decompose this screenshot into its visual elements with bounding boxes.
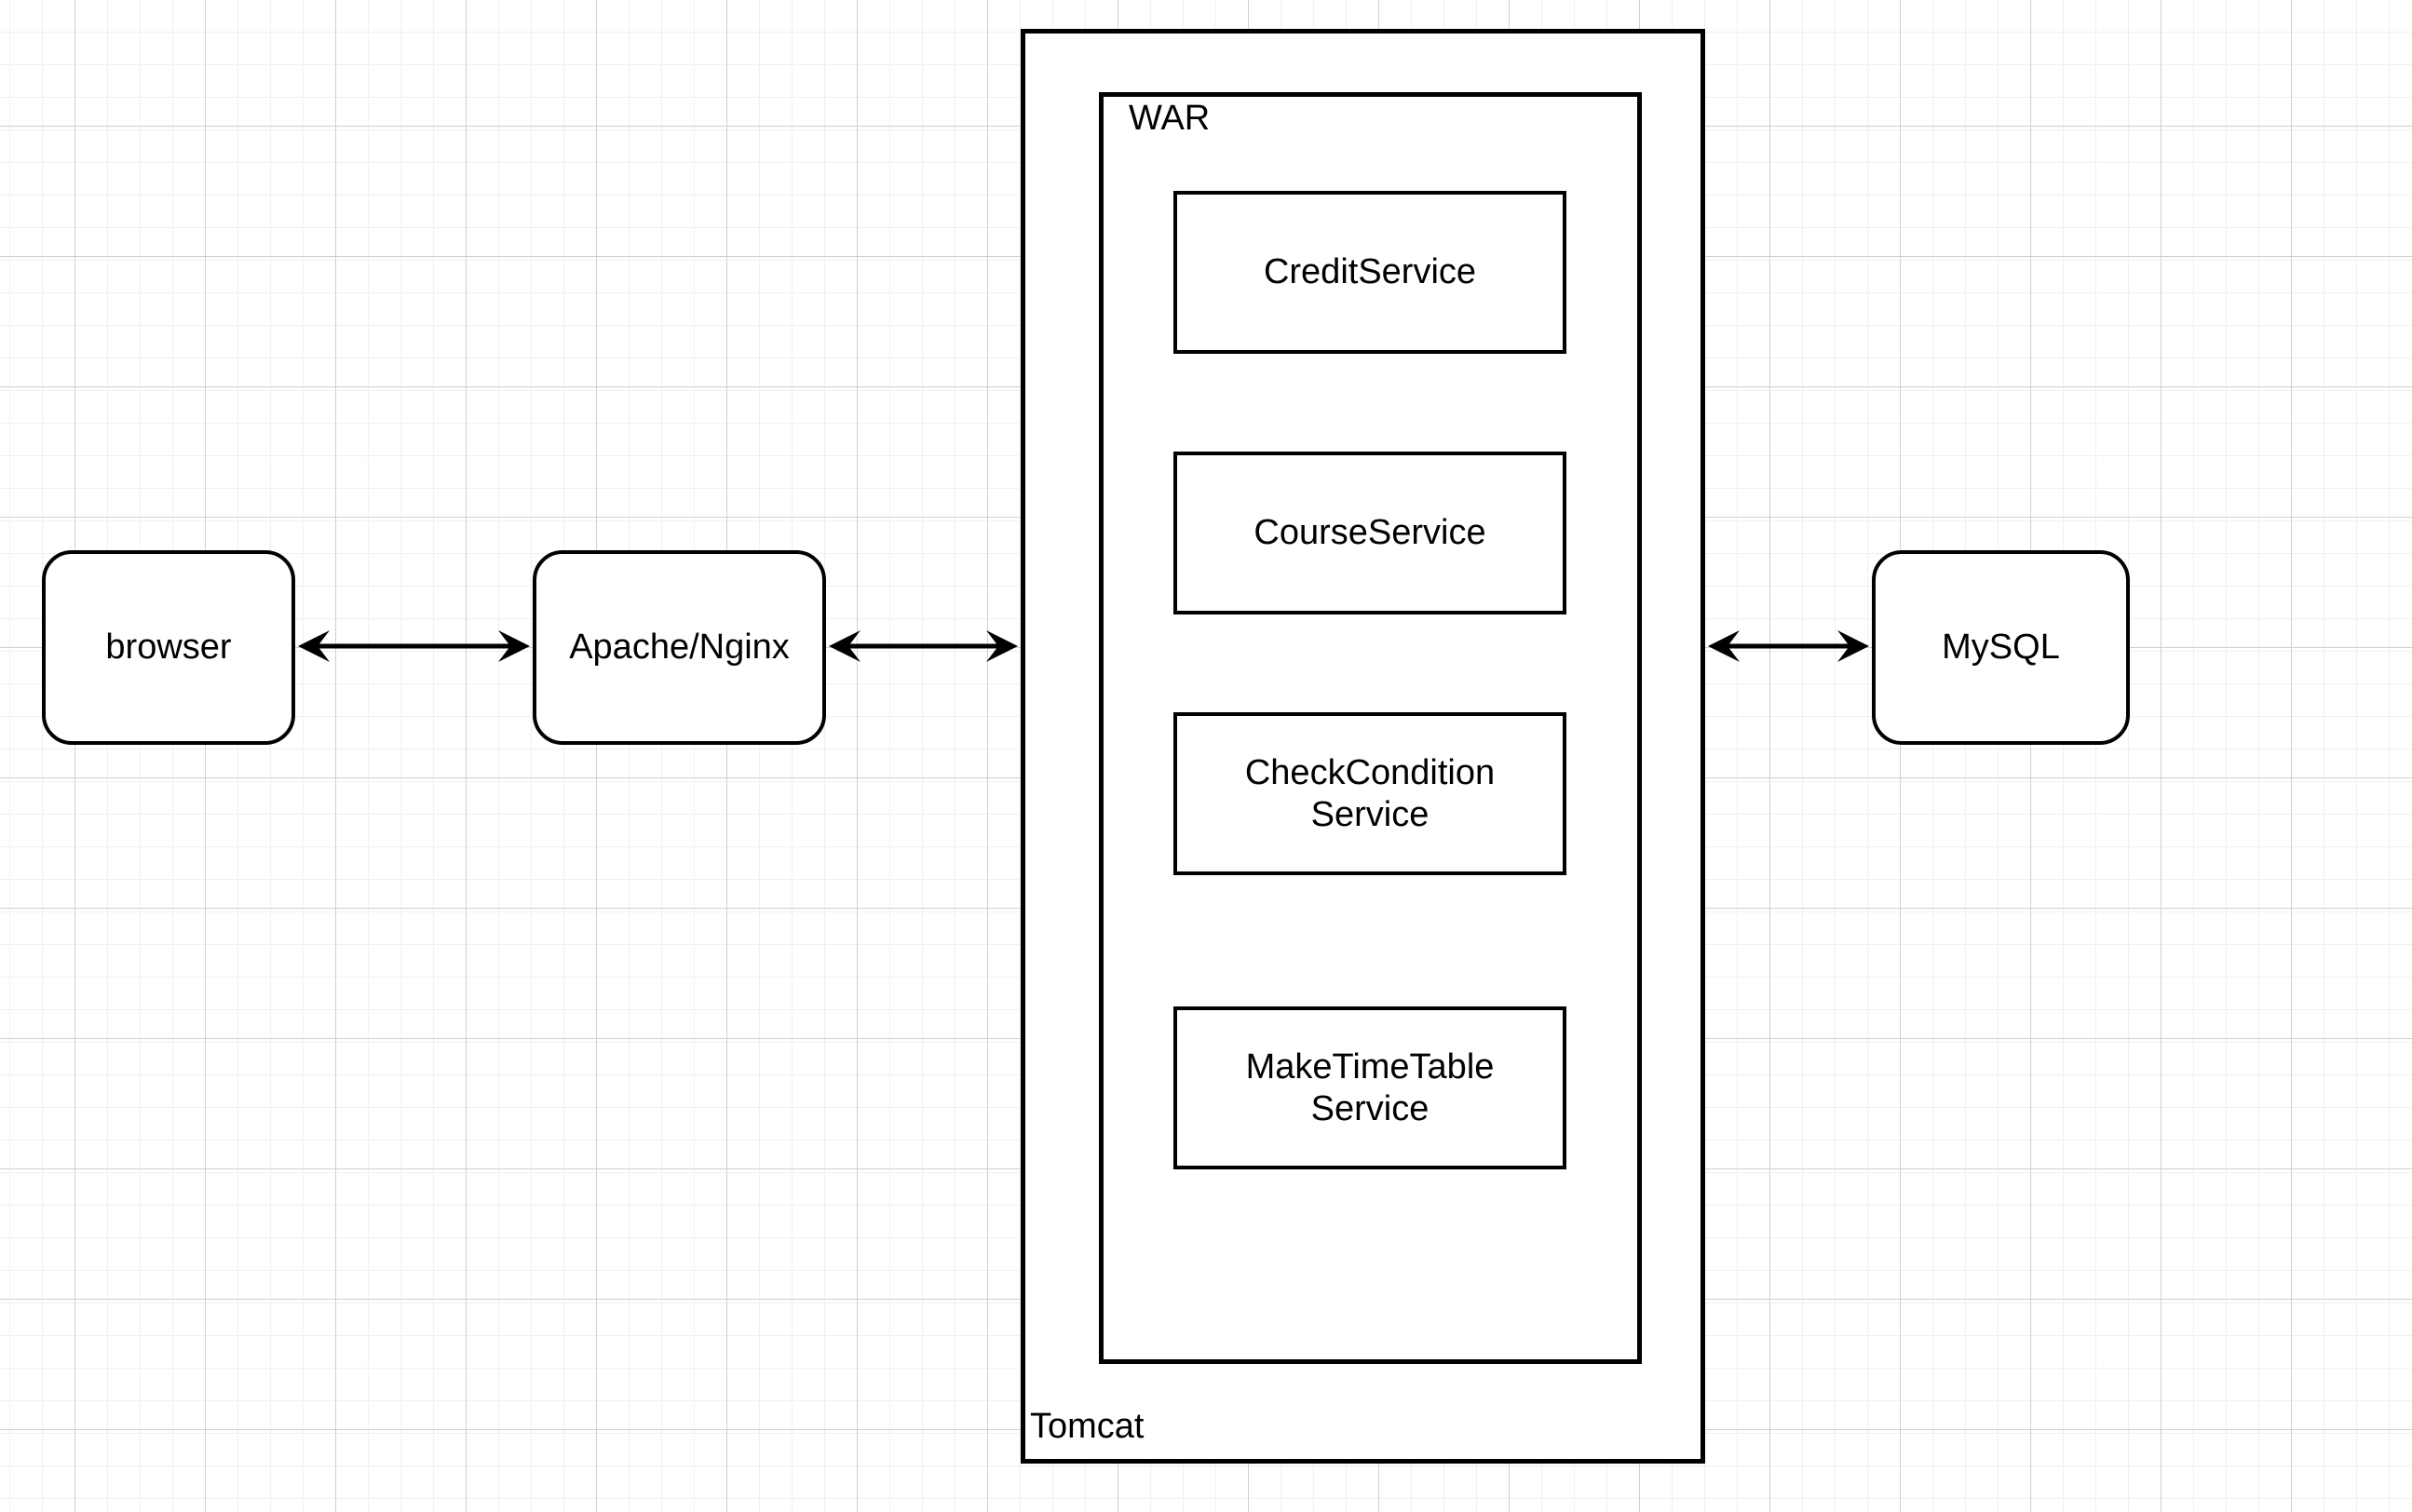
arrowhead-left [829,630,860,662]
service-box[interactable]: CourseService [1173,452,1566,614]
tomcat-container-label: Tomcat [1030,1407,1145,1446]
war-container-label: WAR [1129,99,1211,138]
service-box-label: CreditService [1263,252,1477,292]
connector-tomcat-to-mysql[interactable] [1708,630,1869,662]
node-apache-nginx-label: Apache/Nginx [569,628,790,668]
arrowhead-left [1708,630,1740,662]
service-box[interactable]: MakeTimeTable Service [1173,1006,1566,1169]
service-box-label: CheckCondition Service [1244,752,1496,834]
node-mysql-label: MySQL [1942,628,2060,668]
service-box-label: CourseService [1253,513,1486,553]
node-browser-label: browser [105,628,232,668]
arrowhead-right [1837,630,1869,662]
arrowhead-left [298,630,330,662]
connector-browser-to-webserver[interactable] [298,630,530,662]
connector-webserver-to-tomcat[interactable] [829,630,1018,662]
service-box-label: MakeTimeTable Service [1245,1046,1495,1128]
node-mysql[interactable]: MySQL [1872,550,2130,745]
service-box[interactable]: CheckCondition Service [1173,712,1566,875]
arrowhead-right [986,630,1018,662]
node-browser[interactable]: browser [42,550,295,745]
service-box[interactable]: CreditService [1173,191,1566,354]
node-apache-nginx[interactable]: Apache/Nginx [533,550,826,745]
arrowhead-right [498,630,530,662]
